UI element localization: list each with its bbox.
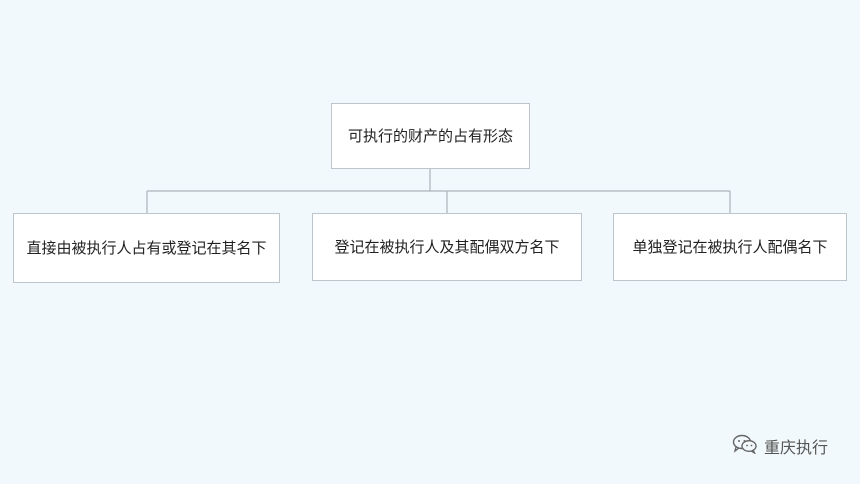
child-node-2: 登记在被执行人及其配偶双方名下 <box>312 213 582 281</box>
child-node-3: 单独登记在被执行人配偶名下 <box>613 213 847 281</box>
watermark: 重庆执行 <box>732 434 828 458</box>
watermark-text: 重庆执行 <box>763 438 828 457</box>
wechat-icon <box>732 434 758 458</box>
root-node: 可执行的财产的占有形态 <box>331 103 530 169</box>
child-node-3-label: 单独登记在被执行人配偶名下 <box>632 237 828 256</box>
child-node-1-label: 直接由被执行人占有或登记在其名下 <box>26 238 267 257</box>
child-node-1: 直接由被执行人占有或登记在其名下 <box>13 213 280 283</box>
child-node-2-label: 登记在被执行人及其配偶双方名下 <box>334 237 560 256</box>
root-node-label: 可执行的财产的占有形态 <box>347 126 513 145</box>
